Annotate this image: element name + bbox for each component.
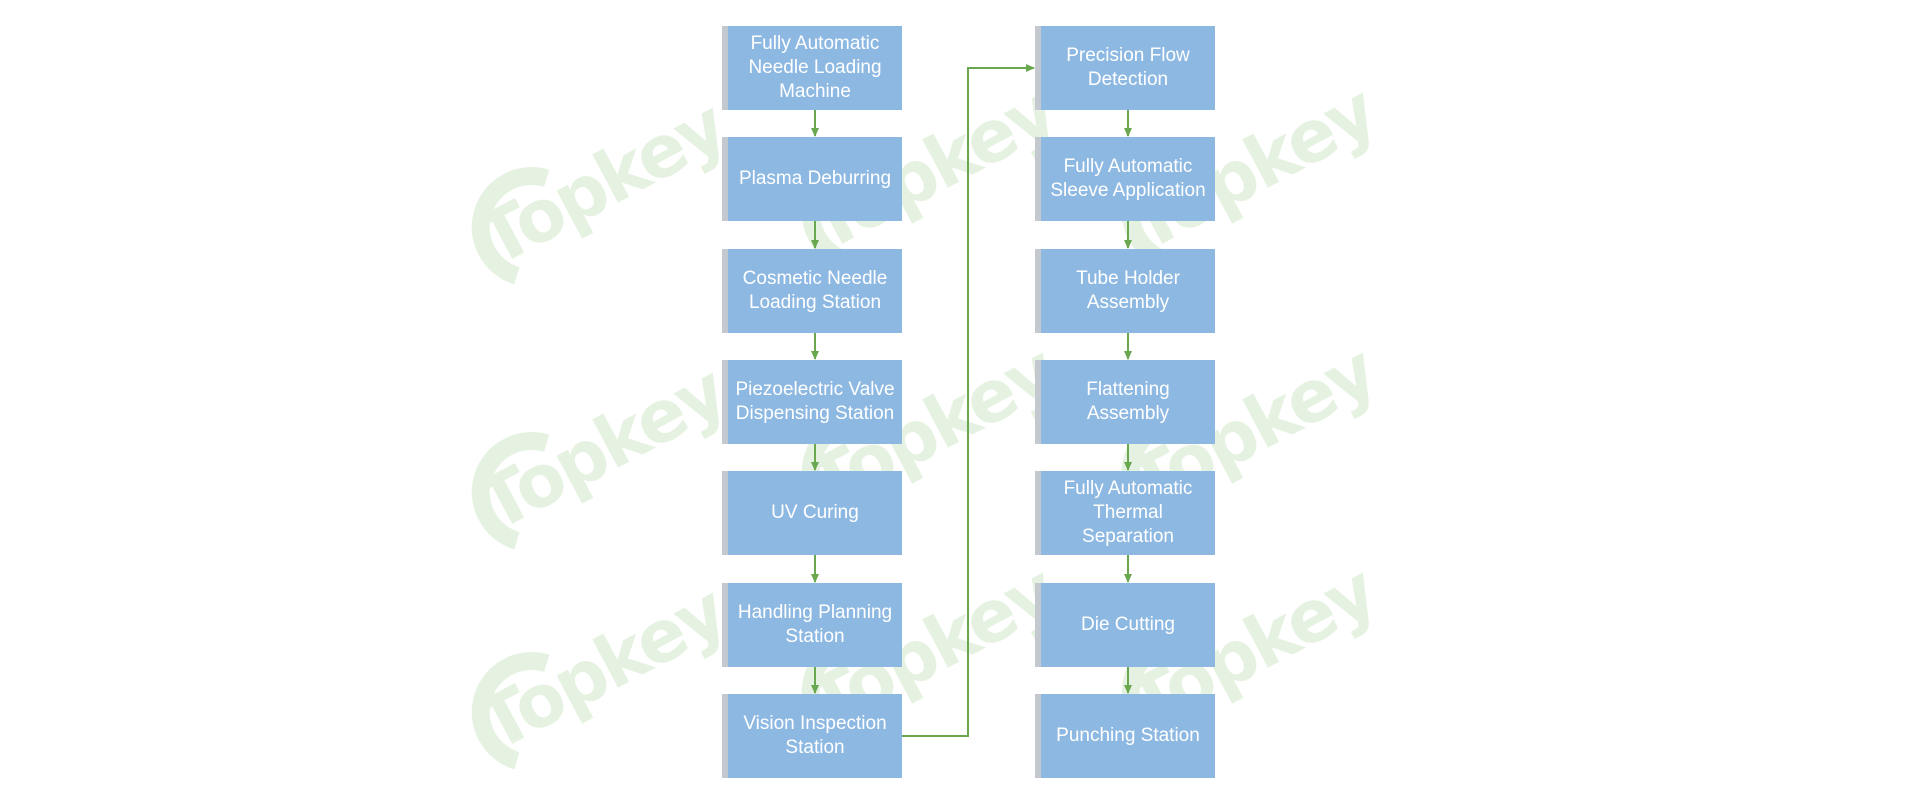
step-box-s4: Piezoelectric Valve Dispensing Station (722, 360, 902, 444)
step-box-s2: Plasma Deburring (722, 137, 902, 221)
step-box-s7: Vision Inspection Station (722, 694, 902, 778)
step-box-s10: Tube Holder Assembly (1035, 249, 1215, 333)
step-box-s12: Fully Automatic Thermal Separation (1035, 471, 1215, 555)
step-box-s5: UV Curing (722, 471, 902, 555)
flow-arrow-column-link (902, 64, 1035, 737)
step-box-s3: Cosmetic Needle Loading Station (722, 249, 902, 333)
step-box-s11: Flattening Assembly (1035, 360, 1215, 444)
step-box-s8: Precision Flow Detection (1035, 26, 1215, 110)
step-box-s14: Punching Station (1035, 694, 1215, 778)
step-box-s6: Handling Planning Station (722, 583, 902, 667)
step-box-s9: Fully Automatic Sleeve Application (1035, 137, 1215, 221)
step-box-s1: Fully Automatic Needle Loading Machine (722, 26, 902, 110)
step-box-s13: Die Cutting (1035, 583, 1215, 667)
